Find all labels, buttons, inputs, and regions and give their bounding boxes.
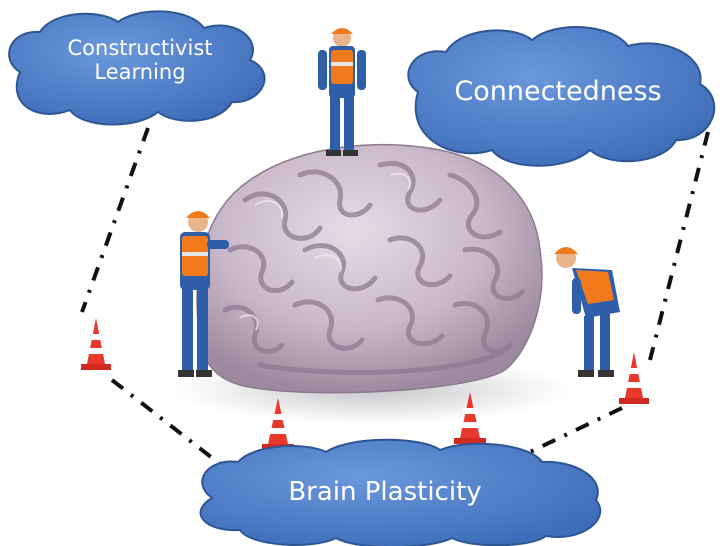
constructivist-learning-label: Constructivist Learning (40, 36, 240, 84)
cone-front-right (454, 392, 486, 444)
worker-right (554, 247, 620, 377)
connector-left-lower (110, 378, 240, 480)
brain-model (196, 143, 543, 394)
connector-right-upper (648, 131, 710, 361)
connector-lines (80, 127, 710, 480)
worker-left (178, 211, 229, 377)
cloud-connectedness (407, 26, 716, 167)
connector-right-lower (529, 406, 623, 454)
connectedness-label: Connectedness (454, 76, 662, 107)
connector-left-upper (80, 127, 150, 313)
cloud-constructivist (8, 10, 266, 126)
worker-top (318, 28, 366, 156)
cone-right (619, 352, 649, 404)
constructivist-line2: Learning (94, 60, 186, 85)
traffic-cones (81, 318, 649, 450)
cloud-plasticity (199, 438, 602, 546)
cone-left (81, 318, 111, 370)
brain-plasticity-label: Brain Plasticity (288, 477, 482, 507)
constructivist-line1: Constructivist (67, 36, 213, 60)
